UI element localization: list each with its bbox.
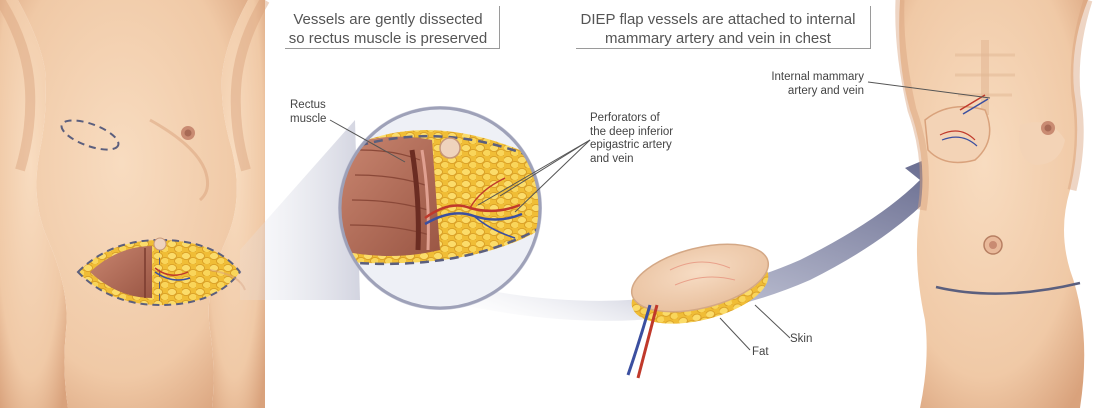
label-perforators-line-1: Perforators of: [590, 112, 673, 126]
caption-attachment: DIEP flap vessels are attached to intern…: [568, 10, 868, 48]
magnified-dissection-view: [330, 100, 551, 320]
label-internal-mammary-line-1: Internal mammary: [752, 71, 864, 85]
caption-attachment-line-1: DIEP flap vessels are attached to intern…: [568, 10, 868, 29]
caption-dissection-line-1: Vessels are gently dissected: [268, 10, 508, 29]
label-fat: Fat: [752, 346, 769, 360]
caption-dissection: Vessels are gently dissected so rectus m…: [268, 10, 508, 48]
left-torso: [0, 0, 265, 408]
right-torso: [899, 0, 1088, 408]
label-rectus-line-1: Rectus: [290, 99, 326, 113]
label-internal-mammary-line-2: artery and vein: [752, 85, 864, 99]
label-perforators: Perforators of the deep inferior epigast…: [590, 112, 673, 166]
caption-attachment-line-2: mammary artery and vein in chest: [568, 29, 868, 48]
caption-dissection-line-2: so rectus muscle is preserved: [268, 29, 508, 48]
label-rectus-line-2: muscle: [290, 113, 326, 127]
label-internal-mammary: Internal mammary artery and vein: [752, 71, 864, 98]
label-skin: Skin: [790, 333, 812, 347]
label-perforators-line-3: epigastric artery: [590, 139, 673, 153]
label-rectus-muscle: Rectus muscle: [290, 99, 326, 126]
label-perforators-line-4: and vein: [590, 153, 673, 167]
label-perforators-line-2: the deep inferior: [590, 126, 673, 140]
